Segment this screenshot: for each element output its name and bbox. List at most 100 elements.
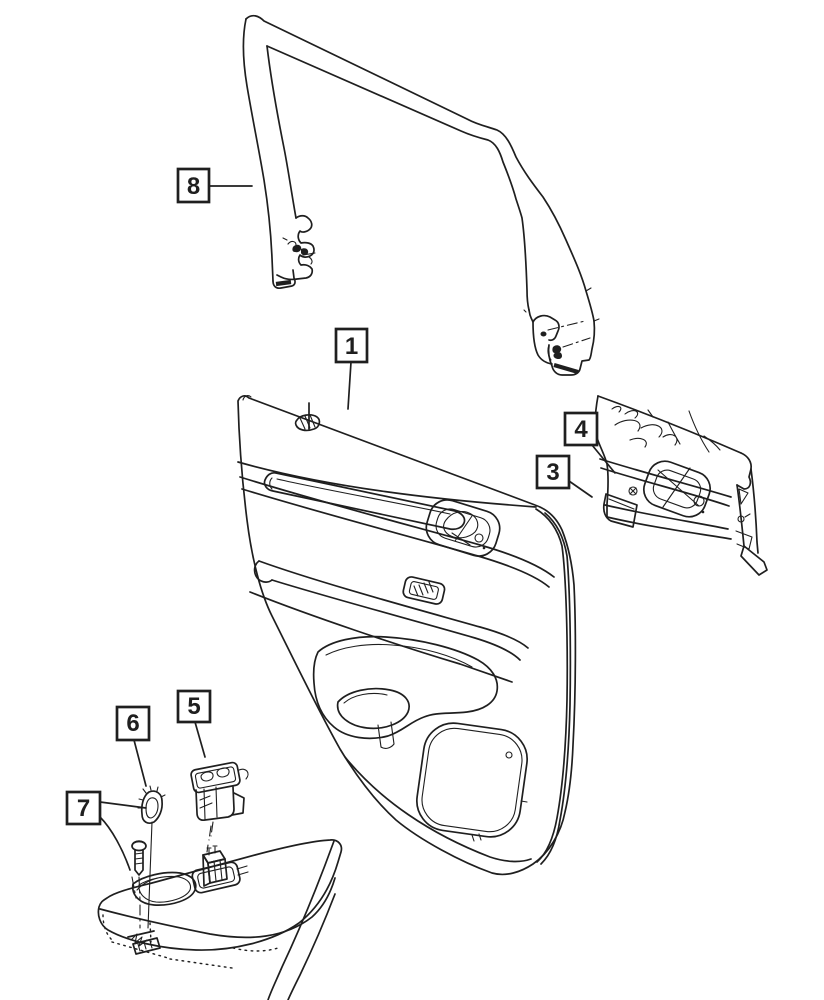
speaker-screw-hole: [505, 751, 513, 759]
trim-strip: [740, 545, 768, 576]
callout-4-box[interactable]: [563, 411, 599, 447]
panel-switch-inner: [408, 581, 439, 600]
handle-bezel-knob: [693, 495, 705, 507]
panel-slot: [263, 471, 466, 531]
mount-bracket: [127, 930, 161, 955]
callout-5-label: 5: [187, 693, 200, 720]
panel-ridge-1: [239, 476, 555, 578]
armrest-pocket-shade: [136, 877, 159, 891]
callout-6-leader: [133, 739, 147, 787]
panel-armrest-front: [249, 591, 513, 683]
callout-1-box[interactable]: [334, 327, 369, 364]
callout-1-label: 1: [345, 333, 358, 360]
callout-3-box[interactable]: [535, 454, 571, 490]
connector-side: [202, 854, 211, 887]
switch-cells: [200, 767, 230, 782]
panel-handle-lever: [443, 511, 479, 546]
switch-body: [195, 786, 235, 822]
frame-right-foot-detail: [547, 344, 552, 361]
handle-bezel-x: [657, 467, 700, 508]
trim-post-tick: [744, 513, 751, 518]
handle-bezel-dot: [701, 510, 705, 514]
screw-head: [131, 840, 147, 852]
grommet-inner: [145, 797, 159, 819]
callout-7-leader-a: [99, 801, 147, 809]
trim-grain-hatch: [611, 405, 721, 453]
panel-lock-knob: [474, 533, 484, 543]
frame-fastener-dashline-1: [547, 320, 586, 331]
door-trim-panel: [237, 395, 577, 1000]
callout-6[interactable]: 6: [115, 705, 151, 742]
trim-bottom-edge-1: [606, 516, 732, 540]
panel-armrest-curl: [253, 560, 273, 583]
mount-bracket-zigzag: [130, 933, 148, 947]
trim-post-screw: [737, 515, 745, 523]
panel-right-strip-1: [535, 508, 569, 863]
panel-outline: [237, 395, 577, 876]
panel-handle-bezel: [425, 499, 501, 557]
panel-right-strip-2: [540, 512, 572, 865]
trim-ridge-a: [599, 458, 732, 498]
callout-1-leader: [347, 361, 352, 410]
callout-1[interactable]: 1: [334, 327, 369, 364]
panel-pull-cup: [336, 687, 410, 730]
panel-top-bump: [242, 395, 252, 401]
hidden-edge-dotted-4: [232, 947, 279, 952]
callout-7-leader-b-dash: [131, 876, 137, 899]
frame-inner-edge: [266, 45, 530, 311]
trim-ridge-b: [600, 467, 730, 507]
callout-4-leader: [591, 444, 616, 474]
armrest-outline: [97, 839, 343, 951]
trim-corner-fold: [736, 452, 752, 490]
frame-left-clip-2: [301, 248, 309, 256]
trim-top-edge: [597, 395, 742, 454]
trim-post-triangle: [738, 488, 749, 505]
callout-8-box[interactable]: [176, 167, 211, 204]
switch-wire-hook: [238, 768, 249, 780]
callout-7-label: 7: [77, 795, 90, 822]
panel-corner-arc-1: [267, 840, 335, 1000]
callout-8-label: 8: [187, 173, 200, 200]
panel-pull-cup-inner: [343, 692, 388, 704]
grommet-tail: [147, 821, 153, 929]
callout-5[interactable]: 5: [176, 689, 212, 724]
frame-left-leg-inner: [266, 45, 297, 219]
frame-left-leg-outer: [242, 18, 274, 282]
panel-corner-arc-2: [287, 893, 336, 1000]
callout-leaders: [99, 185, 616, 899]
armrest-pocket-inner: [138, 875, 192, 903]
frame-left-clip-squiggle: [282, 237, 316, 265]
trim-clip-inner: [608, 498, 635, 510]
screw-axis-dash: [138, 876, 141, 929]
callout-5-leader: [194, 721, 206, 758]
callout-5-box[interactable]: [176, 689, 212, 724]
callout-3[interactable]: 3: [535, 454, 571, 490]
callout-7[interactable]: 7: [65, 790, 102, 826]
panel-handle-opening: [435, 508, 491, 548]
switch-bezel-inner: [194, 766, 237, 789]
retainer-grommet: [137, 785, 166, 824]
frame-left-foot-shade: [275, 279, 292, 287]
panel-bottom-inner-line: [344, 756, 532, 863]
frame-outer-edge: [245, 14, 595, 322]
callout-8[interactable]: 8: [176, 167, 211, 204]
handle-bezel-opening: [643, 460, 711, 518]
frame-left-clip: [292, 244, 302, 253]
callout-4[interactable]: 4: [563, 411, 599, 447]
callout-6-box[interactable]: [115, 705, 151, 742]
frame-right-clip: [540, 331, 547, 337]
handle-bezel-opening-inner: [652, 469, 702, 509]
frame-left-foot-bottom: [272, 269, 296, 290]
quarter-trim-panel: [594, 395, 768, 576]
panel-grommet-hatch: [299, 414, 316, 430]
callout-4-label: 4: [574, 416, 588, 443]
panel-cup-tab: [377, 721, 395, 749]
armrest-assembly: [97, 761, 343, 969]
connector-lines: [213, 859, 223, 882]
switch-dash: [210, 821, 214, 837]
callout-7-box[interactable]: [65, 790, 102, 826]
panel-switch-bezel: [402, 576, 446, 605]
hidden-edge-dotted-1: [102, 914, 113, 941]
armrest-crease: [99, 877, 336, 939]
